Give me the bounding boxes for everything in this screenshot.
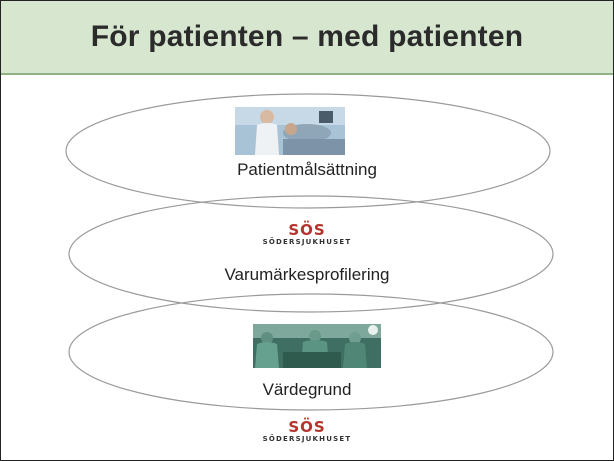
ellipse-middle: [68, 195, 554, 313]
ellipse-bottom: [68, 293, 554, 411]
slide-title: För patienten – med patienten: [90, 20, 524, 53]
sos-logo-mark: SÖS: [288, 221, 326, 239]
sos-logo-subtitle-bottom: SÖDERSJUKHUSET: [262, 435, 352, 443]
level-label-patientmalsattning: Patientmålsättning: [237, 160, 377, 179]
sos-logo-middle: SÖS SÖDERSJUKHUSET: [257, 223, 357, 247]
sos-logo-mark-bottom: SÖS: [288, 418, 326, 436]
level-label-vardegrund: Värdegrund: [262, 380, 352, 399]
title-bar: För patienten – med patienten: [1, 1, 613, 75]
sos-logo-bottom: SÖS SÖDERSJUKHUSET: [257, 420, 357, 444]
level-label-varumarkesprofilering: Varumärkesprofilering: [224, 265, 390, 284]
surgery-team-photo: [253, 324, 381, 368]
ellipse-top: [65, 93, 551, 209]
sos-logo-subtitle: SÖDERSJUKHUSET: [262, 238, 352, 246]
patient-examination-photo: [235, 107, 345, 155]
